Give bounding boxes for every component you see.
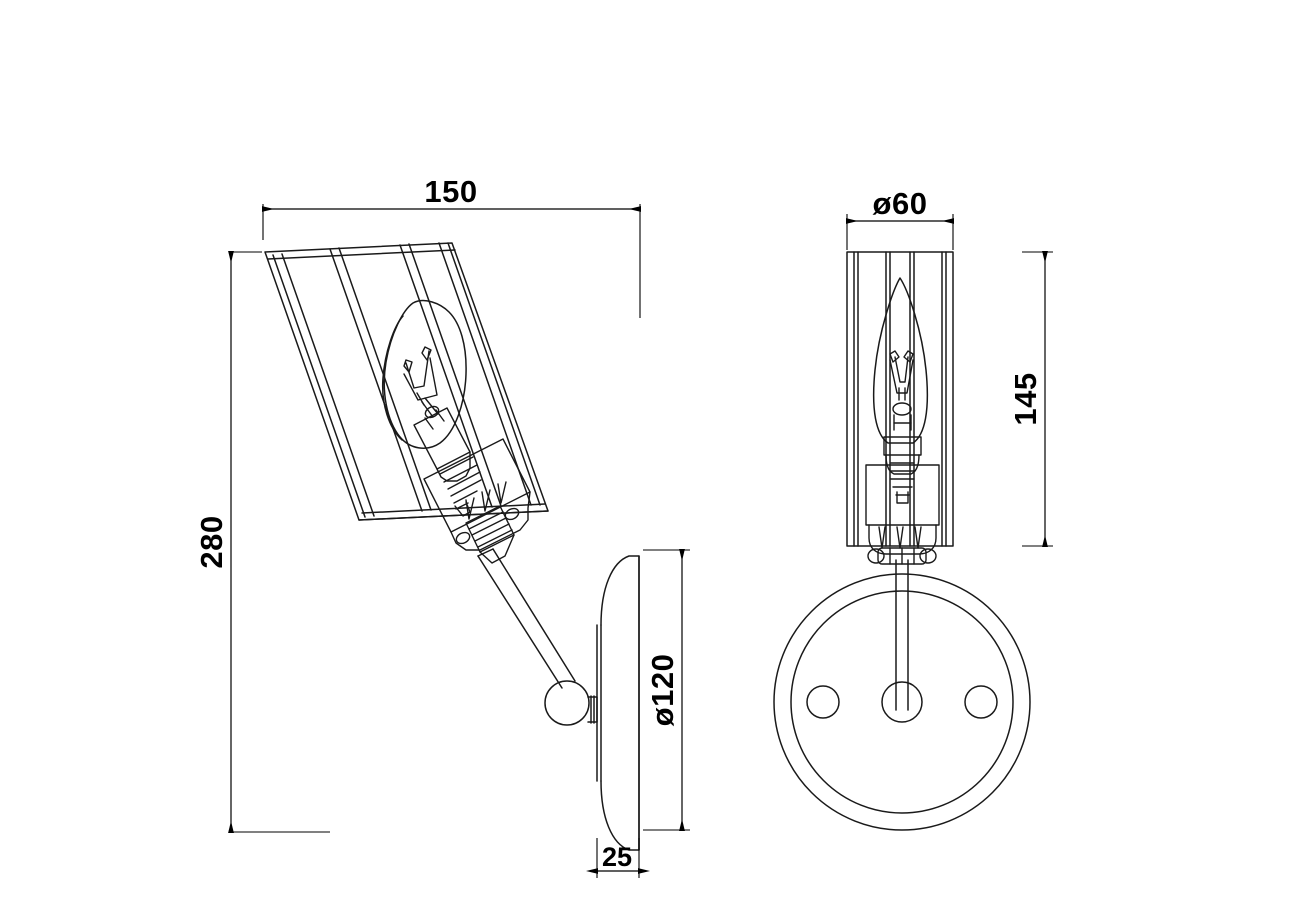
- dimension-depth-25: [586, 838, 650, 878]
- wall-plate-front: [773, 573, 1031, 831]
- dimension-width-150: [262, 204, 641, 318]
- bulb-glass-front: [872, 277, 929, 444]
- bulb-filament-angled: [403, 346, 445, 430]
- bulb-filament-front: [889, 350, 914, 431]
- wall-plate-side-profile: [596, 555, 640, 851]
- dimension-annotations: [228, 204, 1053, 878]
- dimension-label-width-150: 150: [424, 174, 477, 209]
- support-arm-front: [895, 559, 909, 711]
- ball-joint-front: [881, 681, 923, 723]
- bulb-glass-angled: [381, 299, 467, 449]
- dimension-shade-height-145: [1022, 251, 1053, 547]
- lamp-socket-e14-angled: [413, 407, 482, 517]
- dimension-label-depth-25: 25: [602, 842, 632, 872]
- side-elevation-view: [264, 242, 640, 851]
- screw-hole-left: [806, 685, 840, 719]
- support-arm-angled: [477, 548, 576, 689]
- front-elevation-view: [773, 251, 1031, 831]
- dimension-label-height-280: 280: [194, 515, 229, 568]
- dimension-label-plate-diameter-120: ø120: [645, 654, 680, 727]
- socket-holder-angled: [423, 438, 531, 564]
- dimension-label-shade-diameter-60: ø60: [873, 186, 928, 221]
- dimension-label-shade-height-145: 145: [1008, 372, 1043, 425]
- dimension-plate-diameter-120: [643, 549, 690, 831]
- screw-hole-right: [964, 685, 998, 719]
- socket-holder-front: [865, 464, 940, 565]
- dimension-height-280: [228, 251, 330, 833]
- dimension-shade-diameter-60: [846, 214, 954, 250]
